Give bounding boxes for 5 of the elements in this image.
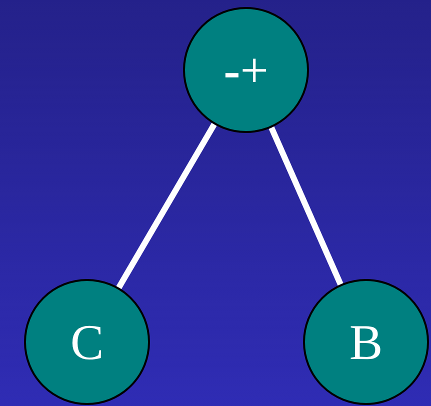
node-label: B <box>349 317 383 367</box>
node-label: -+ <box>224 45 268 95</box>
connector-line <box>268 126 344 286</box>
connector-line <box>116 122 217 290</box>
node-label: C <box>70 317 104 367</box>
